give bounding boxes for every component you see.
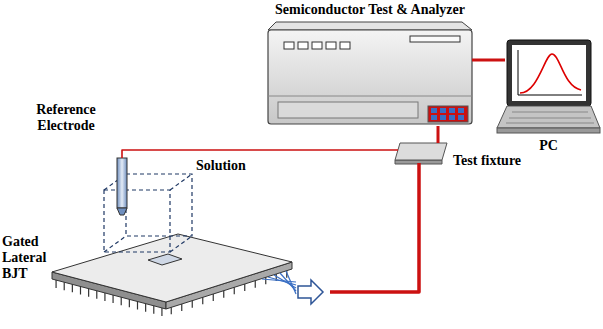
chip-pin: [145, 304, 146, 312]
button: [340, 42, 350, 49]
socket: [431, 115, 437, 120]
node-label: Solution: [196, 158, 266, 174]
laptop-keyboard: [497, 106, 600, 128]
chip-pin: [192, 301, 193, 308]
cube-front: [104, 190, 170, 252]
key-row: [509, 118, 591, 119]
chip-pin: [64, 282, 65, 290]
chip-pin: [153, 306, 154, 314]
node-label: Semiconductor Test & Analyzer: [248, 2, 492, 18]
analyzer-panel: [278, 102, 418, 118]
key-row: [506, 123, 594, 124]
chip-lead: [286, 271, 296, 294]
chip-pin: [96, 291, 97, 299]
socket: [440, 108, 446, 113]
button: [312, 42, 322, 49]
chip-pin: [112, 295, 113, 303]
button: [298, 42, 308, 49]
socket: [431, 108, 437, 113]
plot-axes: [518, 50, 582, 95]
chip-pin: [55, 280, 56, 288]
analyzer-divider: [268, 96, 472, 97]
analyzer-body: [268, 30, 472, 124]
socket: [449, 115, 455, 120]
socket: [458, 108, 464, 113]
socket: [458, 115, 464, 120]
cube-back: [126, 174, 192, 236]
laptop-display: [512, 45, 586, 101]
electrode-tip: [117, 208, 127, 215]
cube-edge: [104, 236, 126, 252]
cube-edge: [170, 236, 192, 252]
analyzer-slot: [410, 36, 460, 42]
node-label: Test fixture: [453, 153, 525, 169]
solution-box: Solution: [104, 174, 192, 252]
chip-pin: [161, 308, 162, 316]
reference-electrode: Reference Electrode: [116, 158, 128, 216]
chip-package: [52, 234, 296, 316]
cable: [330, 163, 419, 292]
chip-pin: [72, 284, 73, 292]
socket: [440, 115, 446, 120]
chip-pin: [213, 294, 214, 301]
chip-pin: [244, 284, 245, 291]
chip-pin: [121, 297, 122, 305]
connector-sockets: [431, 108, 464, 120]
laptop-base: [497, 128, 600, 133]
chip-pin: [88, 289, 89, 297]
cable: [437, 126, 440, 143]
cable: [472, 59, 505, 62]
chip-pin: [181, 304, 182, 311]
chip-top: [52, 234, 292, 302]
cable: [122, 150, 398, 158]
chip-box: Gated Lateral BJT: [52, 230, 330, 326]
hollow-arrow: [298, 280, 323, 304]
chip-pin: [234, 287, 235, 294]
chip-pin: [202, 297, 203, 304]
socket: [449, 108, 455, 113]
chip-pin: [223, 291, 224, 298]
connector-panel: [428, 106, 468, 122]
chip-pin: [265, 277, 266, 284]
button: [284, 42, 294, 49]
button: [326, 42, 336, 49]
chip-pin: [104, 293, 105, 301]
test-fixture: Test fixture: [395, 143, 447, 163]
chip-pin: [137, 302, 138, 310]
plot-curve: [520, 54, 581, 93]
node-label: PC: [497, 138, 600, 154]
analyzer-box: Semiconductor Test & Analyzer: [268, 22, 472, 126]
fixture-plate: [395, 143, 447, 160]
sensor-area: [148, 254, 182, 265]
key-row: [512, 112, 588, 113]
pc-laptop: PC: [505, 40, 600, 133]
cube-edge: [170, 174, 192, 190]
chip-pin: [255, 281, 256, 288]
node-label: Gated Lateral BJT: [2, 234, 49, 282]
node-label: Reference Electrode: [20, 102, 112, 134]
analyzer-top: [268, 22, 472, 30]
chip-pin: [171, 307, 172, 314]
chip-pin: [129, 299, 130, 307]
electrode-rod: [117, 158, 127, 208]
laptop-screen: [507, 40, 591, 106]
chip-pin: [80, 287, 81, 295]
analyzer-buttons: [284, 42, 350, 49]
